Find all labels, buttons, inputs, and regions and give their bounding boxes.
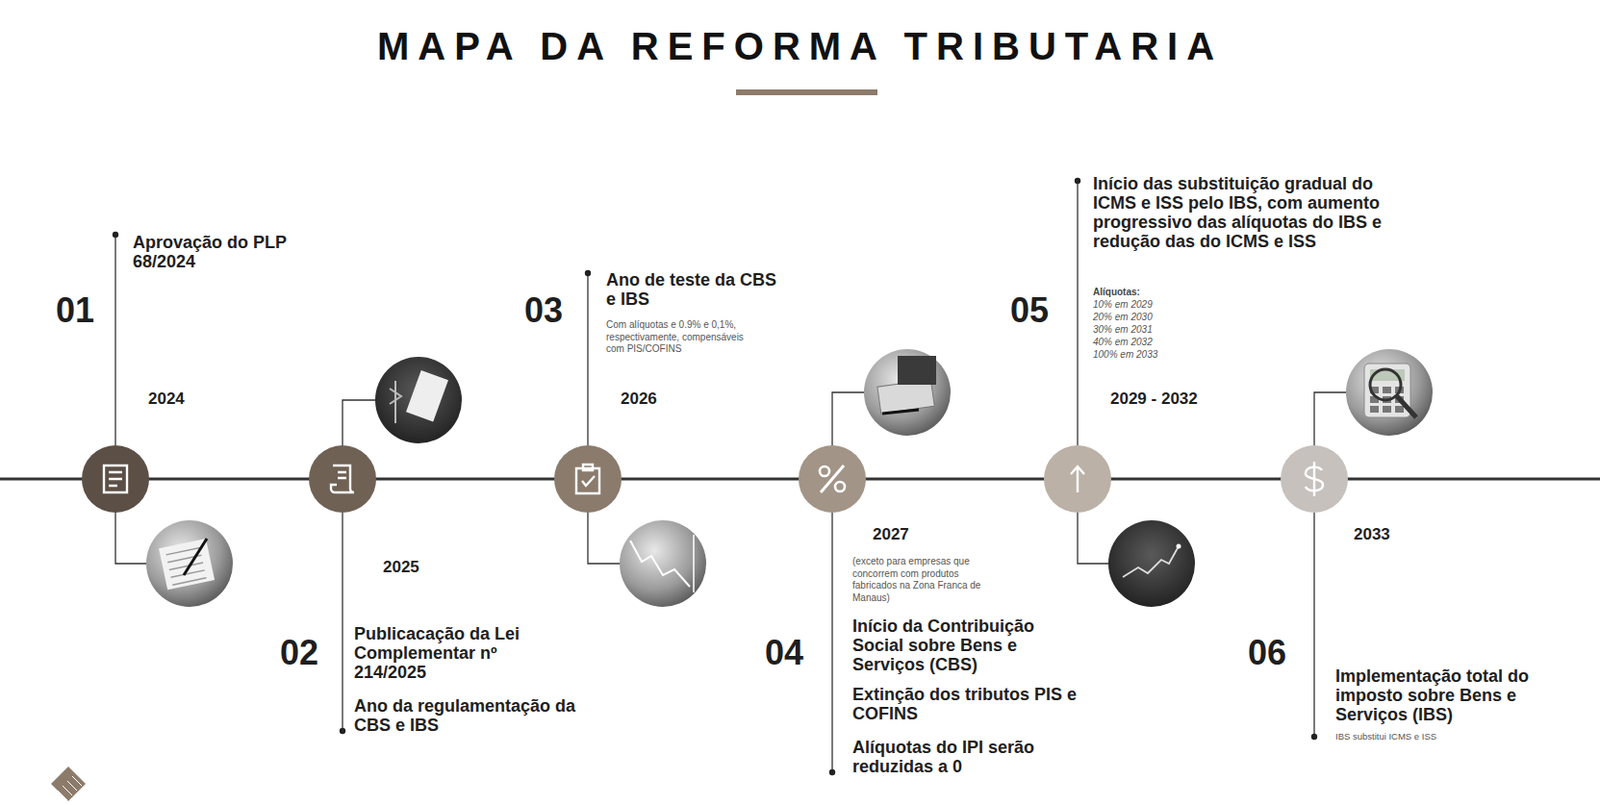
milestone-heading: Alíquotas do IPI serão reduzidas a 0 [852,737,1055,777]
milestone-circle [81,445,150,513]
leader-dot [339,728,346,735]
leader-line [831,512,833,773]
milestone-heading: Extinção dos tributos PIS e COFINS [852,685,1079,724]
year-label: 2025 [382,558,420,577]
callout-number: 03 [524,293,563,329]
rate-heading: Alíquotas: [1092,286,1141,300]
year-label: 2033 [1353,525,1391,544]
milestone-heading: Início da Contribuição Social sobre Bens… [852,616,1079,675]
milestone-circle [1043,445,1112,513]
year-label: 2029 - 2032 [1110,389,1198,408]
leader-dot [829,769,836,776]
leader-dot [1074,177,1081,184]
milestone-circle [798,445,866,513]
milestone-heading: Ano de teste da CBS e IBS [606,270,780,309]
callout-number: 05 [1010,293,1049,329]
callout-number: 06 [1247,635,1287,671]
milestone-heading: Implementação total do imposto sobre Ben… [1335,666,1576,725]
leader-line [341,512,343,732]
milestone-heading: Aprovação do PLP 68/2024 [132,232,297,272]
photo-circle [375,356,462,444]
year-label: 2024 [148,389,185,408]
milestone-heading: Ano da regulamentação da CBS e IBS [354,696,605,736]
leader-line [586,273,588,446]
photo-circle [1108,520,1195,608]
title-underline [736,89,878,96]
callout-number: 01 [55,293,95,329]
leader-dot [1311,734,1318,740]
leader-line [1076,180,1078,446]
photo-circle [863,349,951,436]
milestone-heading: Publicacação da Lei Complementar nº 214/… [354,624,557,683]
page-title: MAPA DA REFORMA TRIBUTARIA [0,25,1600,69]
leader-line [114,234,116,446]
year-label: 2027 [872,525,910,544]
milestone-note: IBS substitui ICMS e ISS [1335,731,1528,743]
milestone-note: (exceto para empresas que concorrem com … [852,556,983,605]
milestone-circle [554,445,622,513]
year-label: 2026 [620,389,658,408]
photo-circle [146,520,233,608]
milestone-note: Com alíquotas e 0.9% e 0,1%, respectivam… [606,319,761,356]
rate-line: 10% em 2029 [1092,299,1153,312]
rate-line: 40% em 2032 [1092,336,1153,350]
rate-line: 100% em 2033 [1092,349,1158,362]
leader-dot [112,231,119,238]
milestone-circle [1280,445,1348,513]
rate-line: 20% em 2030 [1092,311,1153,325]
callout-number: 04 [764,635,804,671]
leader-dot [584,270,591,277]
photo-circle [1346,349,1433,436]
milestone-circle [308,445,377,513]
rate-line: 30% em 2031 [1092,324,1153,337]
photo-circle [619,520,707,608]
logo-mark [50,766,86,802]
milestone-heading: Início das substituição gradual do ICMS … [1092,174,1397,253]
callout-number: 02 [279,635,319,671]
leader-line [1313,512,1315,737]
